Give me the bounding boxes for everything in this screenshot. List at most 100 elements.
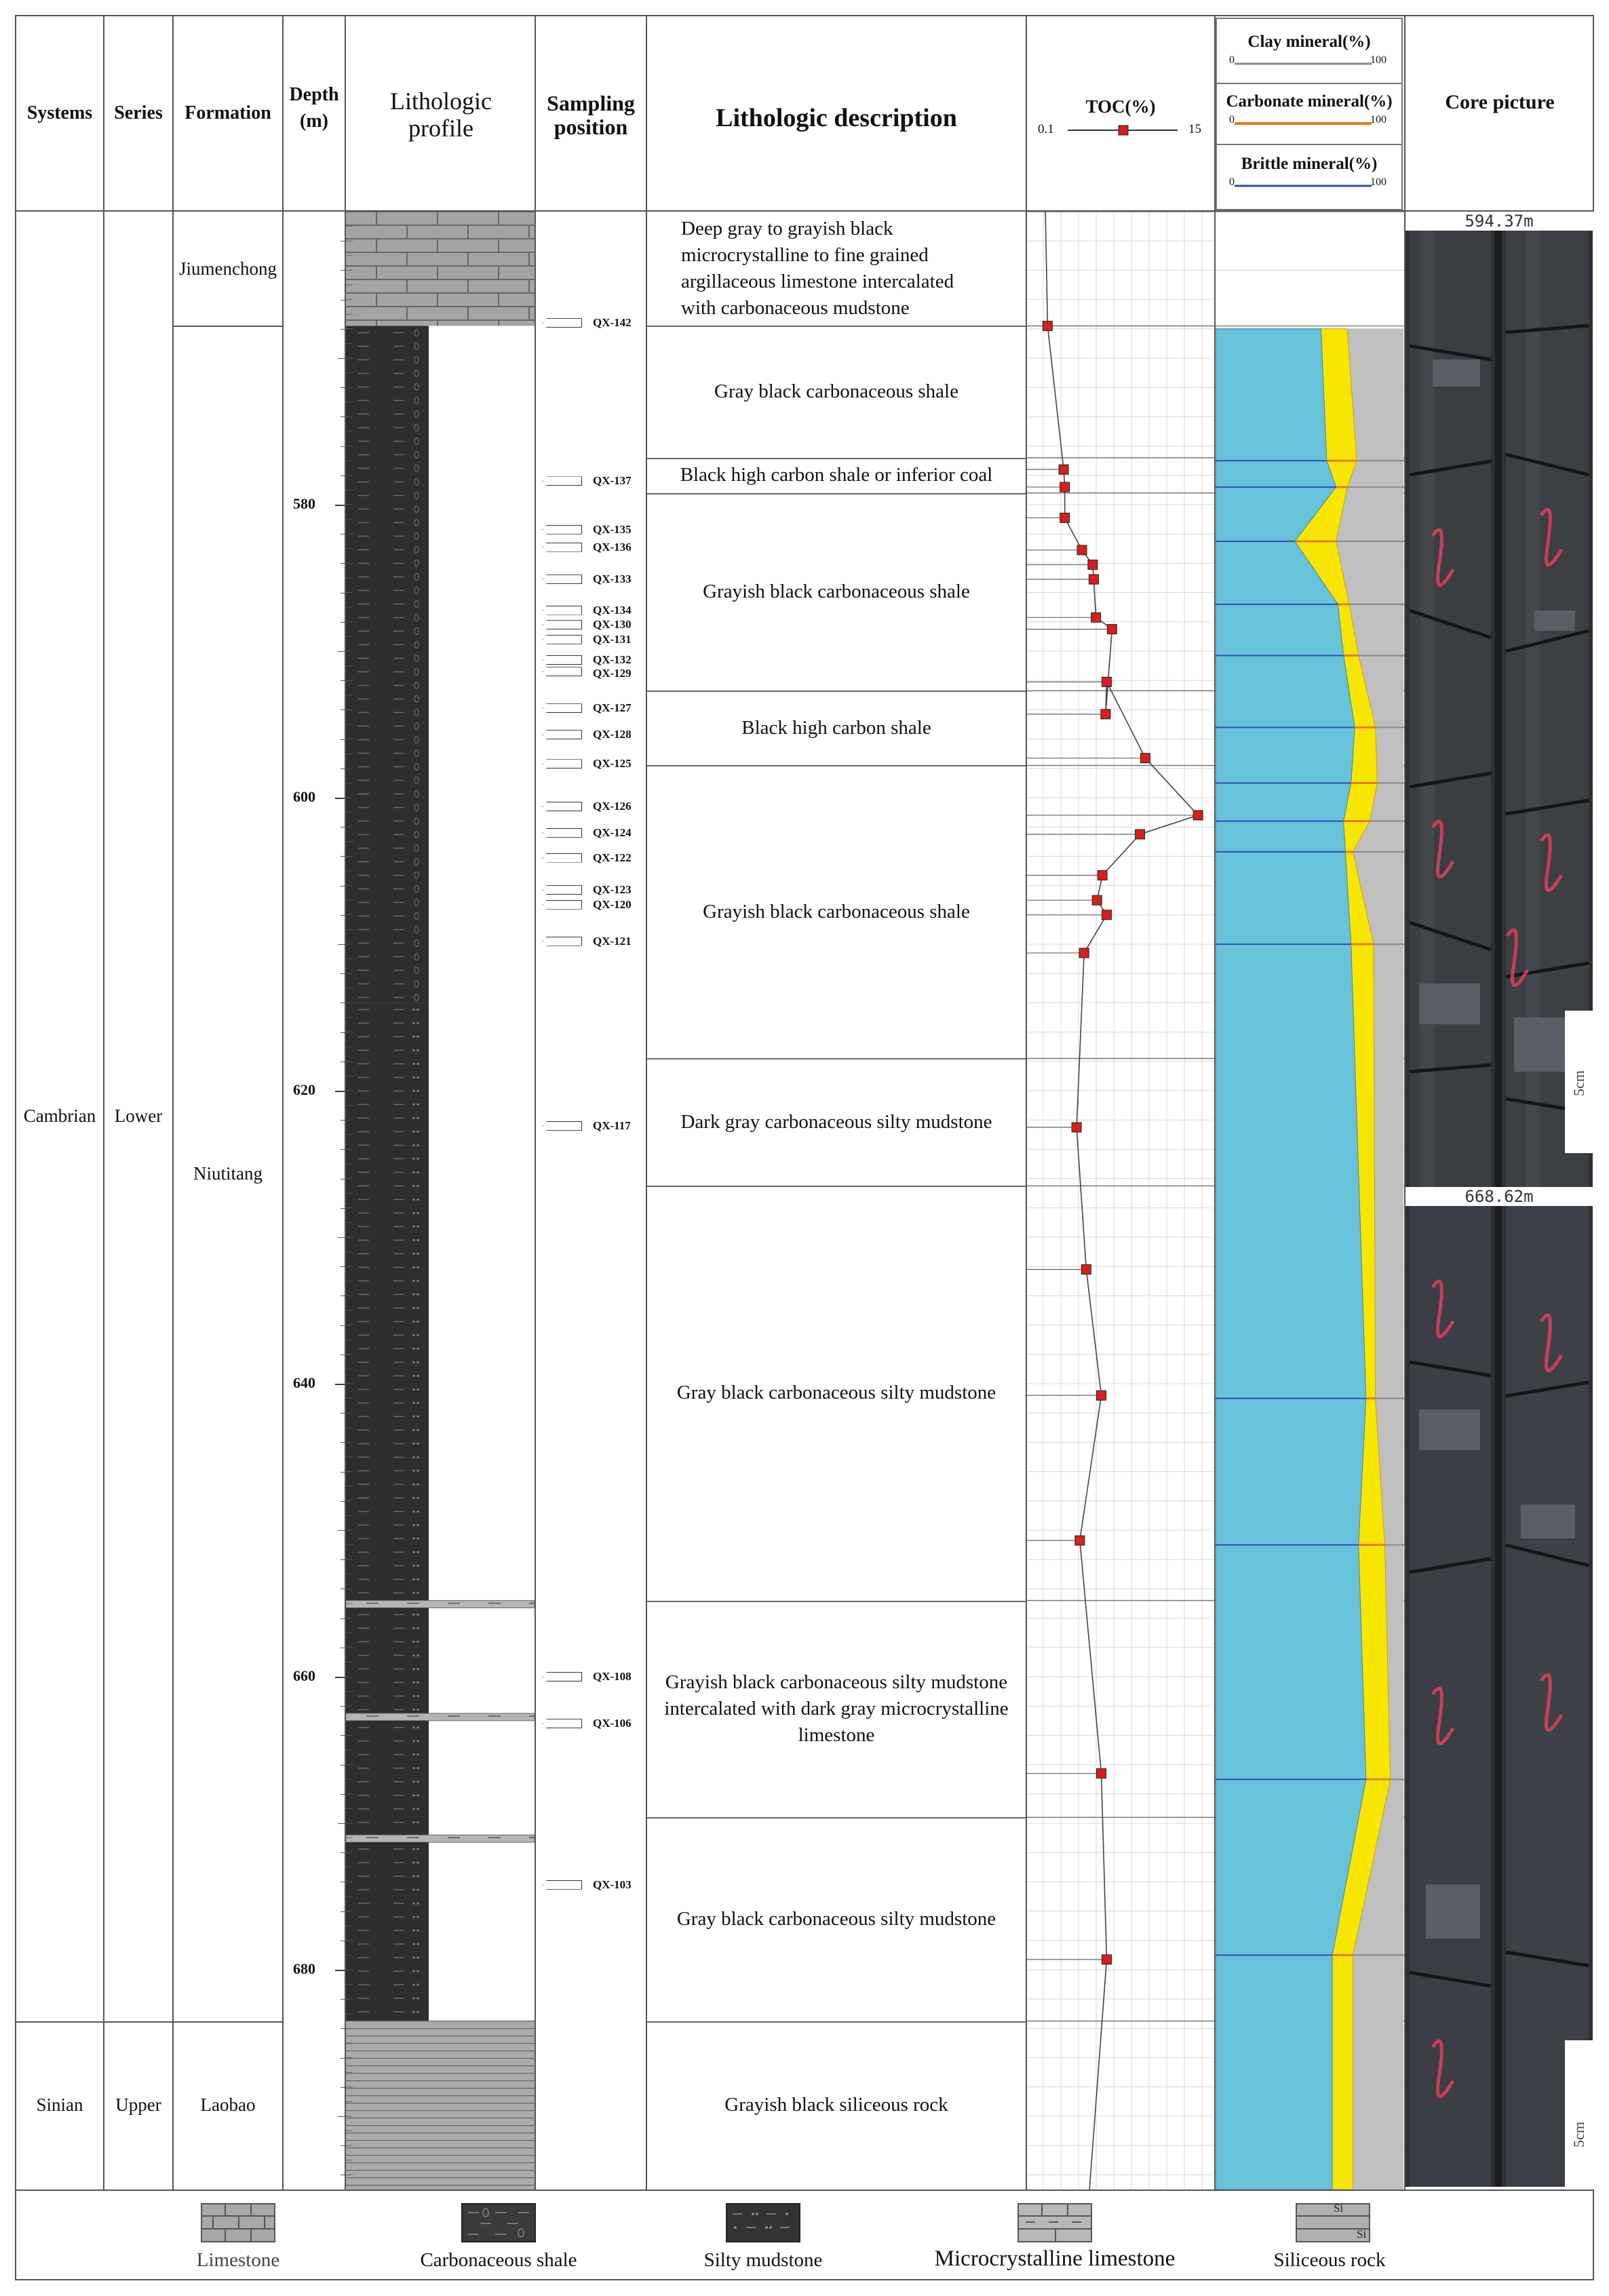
sample-label: QX-135 — [593, 522, 632, 536]
legend-microcrystalline-limestone-swatch — [1017, 2203, 1092, 2242]
brittle-max: 100 — [1370, 176, 1387, 188]
lithology-microcrystalline-limestone — [346, 1600, 535, 1608]
depth-minor-tick — [341, 1266, 345, 1268]
toc-point — [1042, 320, 1053, 331]
header-depth-label: Depth — [289, 84, 339, 106]
depth-minor-tick — [341, 1618, 345, 1619]
header-sampling-position: Sampling position — [547, 90, 635, 139]
core-scale-bottom: 5cm — [1570, 2122, 1587, 2147]
toc-line — [1045, 212, 1199, 2190]
depth-minor-tick — [341, 856, 345, 857]
sample-marker-icon — [543, 1672, 582, 1681]
col-sep — [1026, 15, 1027, 2191]
toc-point — [1071, 1122, 1082, 1133]
legend-si-symbol-1: Si — [1334, 2202, 1344, 2215]
header-depth: Depth (m) — [284, 75, 345, 142]
col-sep — [345, 15, 346, 2191]
depth-minor-tick — [341, 1793, 345, 1795]
formation-boundary — [174, 2021, 282, 2023]
description-boundary — [647, 326, 1026, 328]
sample-marker-icon — [543, 759, 582, 769]
lithologic-description-cell: Deep gray to grayish black microcrystall… — [681, 217, 954, 319]
core-depth-label-bottom: 668.62m — [1465, 1187, 1534, 1206]
depth-minor-tick — [341, 446, 345, 447]
depth-minor-tick — [341, 1413, 345, 1414]
lithologic-description-cell: Black high carbon shale or inferior coal — [680, 464, 993, 486]
toc-point — [1091, 895, 1102, 906]
toc-point — [1096, 1768, 1107, 1779]
lithology-carbonaceous-shale — [346, 326, 429, 1003]
depth-minor-tick — [338, 2116, 345, 2117]
description-boundary — [647, 492, 1026, 494]
toc-max-label: 15 — [1188, 122, 1201, 136]
lithologic-description-cell: Grayish black carbonaceous shale — [703, 900, 970, 922]
sample-marker-icon — [543, 1719, 582, 1729]
core-photo-top-drawing — [1409, 231, 1593, 1187]
sample-marker-icon — [543, 703, 582, 714]
brittle-key-box — [1216, 145, 1403, 210]
sample-label: QX-128 — [593, 728, 632, 741]
toc-point — [1060, 512, 1070, 523]
header-formation: Formation — [185, 102, 271, 123]
core-depth-label-top: 594.37m — [1465, 212, 1534, 231]
clay-key-icon — [1235, 62, 1372, 65]
formation-cell: Niutitang — [193, 1163, 263, 1184]
toc-point — [1101, 910, 1112, 920]
depth-minor-tick — [341, 1120, 345, 1121]
toc-point — [1193, 810, 1203, 821]
clay-min: 0 — [1229, 54, 1235, 66]
description-boundary — [647, 765, 1026, 767]
col-sep — [103, 15, 104, 2191]
depth-tick-mark — [335, 1384, 345, 1385]
lithologic-description-cell: Grayish black carbonaceous shale — [703, 580, 970, 602]
toc-chart — [1027, 212, 1214, 2190]
depth-minor-tick — [338, 651, 345, 652]
col-sep — [646, 15, 647, 2191]
depth-minor-tick — [341, 1735, 345, 1736]
sample-label: QX-106 — [593, 1717, 632, 1730]
sample-marker-icon — [543, 575, 582, 585]
depth-minor-tick — [341, 2086, 345, 2088]
lithology-microcrystalline-limestone — [346, 1713, 535, 1721]
description-boundary — [647, 1186, 1026, 1188]
sample-label: QX-117 — [593, 1118, 631, 1132]
depth-minor-tick — [341, 1999, 345, 2000]
sample-label: QX-130 — [593, 618, 632, 631]
sample-marker-icon — [543, 828, 582, 838]
depth-minor-tick — [341, 1852, 345, 1854]
depth-minor-tick — [338, 1530, 345, 1531]
depth-minor-tick — [341, 1442, 345, 1443]
legend-limestone-swatch — [201, 2203, 275, 2242]
header-lithologic-profile: Lithologic profile — [390, 87, 492, 142]
sample-marker-icon — [543, 620, 582, 630]
depth-tick-mark — [335, 1970, 345, 1971]
lithology-silty-mudstone — [346, 1720, 429, 1835]
header-core-picture: Core picture — [1445, 90, 1555, 113]
sample-marker-icon — [543, 542, 582, 552]
header-clay: Clay mineral(%) — [1247, 33, 1371, 51]
legend-silty-mudstone-swatch — [726, 2203, 800, 2242]
description-boundary — [647, 2021, 1026, 2023]
lithology-silty-mudstone — [346, 1003, 429, 1601]
toc-point — [1079, 948, 1089, 958]
legend-divider — [15, 2190, 1594, 2191]
lithologic-description-cell: Grayish black carbonaceous silty mudston… — [664, 1671, 1009, 1747]
depth-tick-label: 660 — [293, 1667, 315, 1684]
depth-minor-tick — [341, 1500, 345, 1502]
depth-minor-tick — [341, 739, 345, 740]
depth-minor-tick — [341, 2057, 345, 2059]
mineral-chart — [1216, 212, 1404, 2190]
sample-label: QX-120 — [593, 897, 632, 911]
carbonate-key-box — [1216, 84, 1403, 145]
sample-label: QX-123 — [593, 883, 632, 897]
sample-marker-icon — [543, 634, 582, 644]
lithology-limestone — [346, 212, 535, 326]
sample-label: QX-131 — [593, 632, 632, 646]
lithologic-description-cell: Black high carbon shale — [741, 716, 931, 739]
depth-minor-tick — [341, 2028, 345, 2029]
series-boundary — [104, 2021, 172, 2023]
core-scale-top: 5cm — [1570, 1070, 1587, 1096]
sample-label: QX-122 — [593, 851, 632, 864]
depth-minor-tick — [341, 592, 345, 594]
depth-tick-label: 680 — [293, 1960, 315, 1977]
